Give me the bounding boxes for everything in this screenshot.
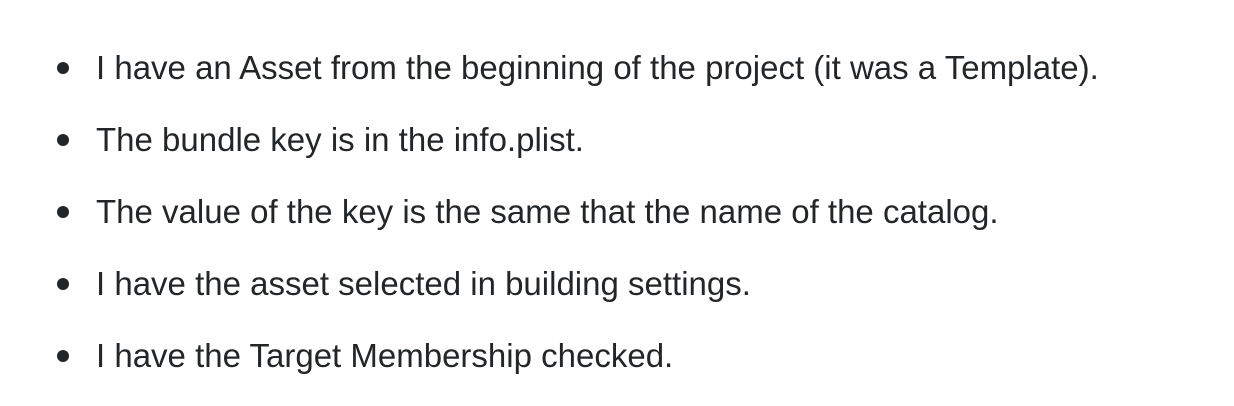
list-item: The value of the key is the same that th… (0, 184, 1234, 256)
bullet-list: I have an Asset from the beginning of th… (0, 40, 1234, 400)
bullet-icon (57, 62, 69, 74)
list-item-text: I have an Asset from the beginning of th… (96, 49, 1099, 86)
bullet-icon (57, 134, 69, 146)
list-item: The bundle key is in the info.plist. (0, 112, 1234, 184)
list-item: I have an Asset from the beginning of th… (0, 40, 1234, 112)
bullet-icon (57, 278, 69, 290)
list-item: I have the asset selected in building se… (0, 256, 1234, 328)
bullet-icon (57, 350, 69, 362)
list-item-text: The bundle key is in the info.plist. (96, 121, 584, 158)
list-item: I have the Target Membership checked. (0, 328, 1234, 400)
list-item-text: I have the asset selected in building se… (96, 265, 751, 302)
list-item-text: The value of the key is the same that th… (96, 193, 999, 230)
bullet-icon (57, 206, 69, 218)
list-item-text: I have the Target Membership checked. (96, 337, 674, 374)
